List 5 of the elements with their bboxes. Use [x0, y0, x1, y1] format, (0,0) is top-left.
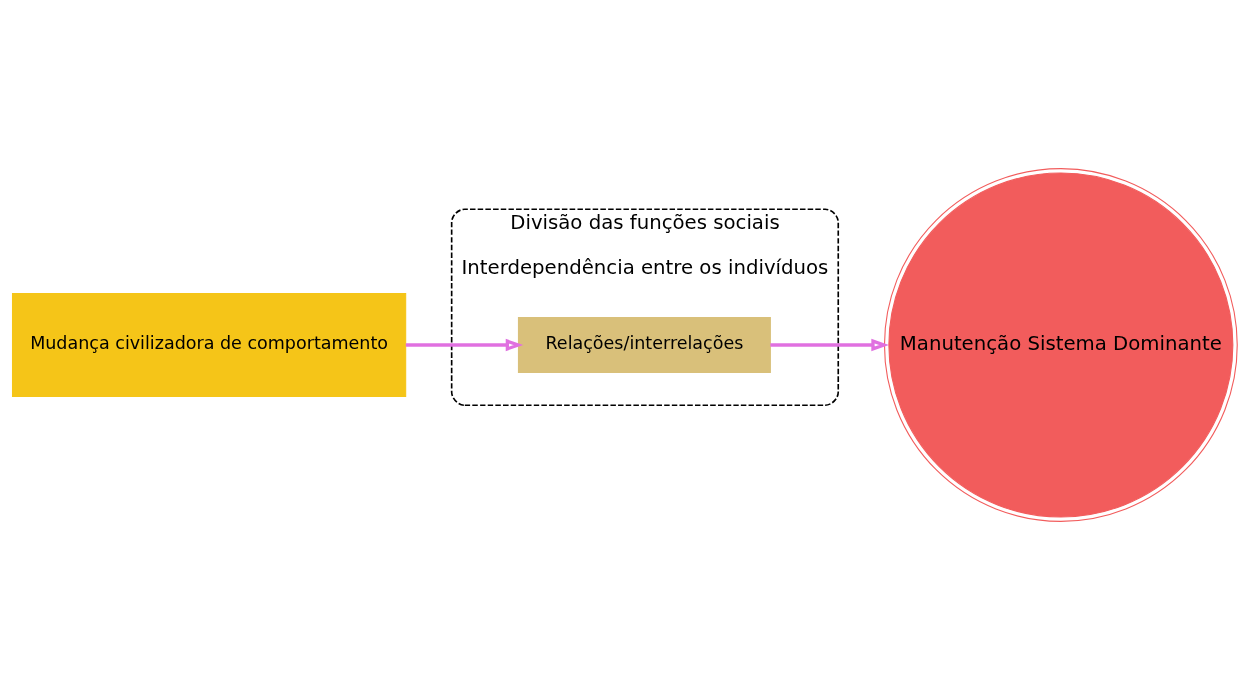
node-box: Mudança civilizadora de comportamento	[11, 292, 407, 398]
node-circle: Manutenção Sistema Dominante	[883, 168, 1238, 522]
arrow	[770, 338, 889, 352]
node-box: Relações/interrelações	[517, 317, 771, 373]
arrow	[405, 338, 524, 352]
